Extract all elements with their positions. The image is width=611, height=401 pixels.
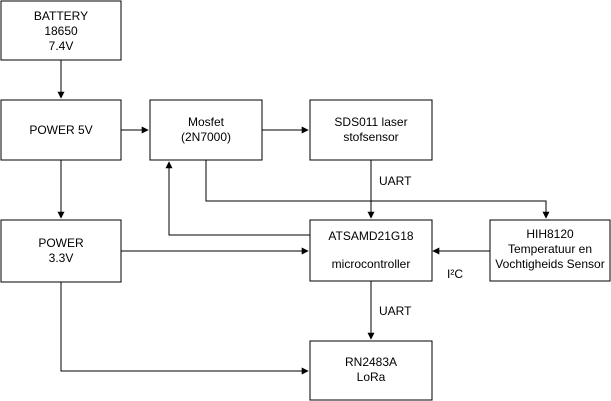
battery-label-2: 18650	[44, 24, 78, 38]
mosfet-label-2: (2N7000)	[181, 130, 231, 144]
battery-block: BATTERY 18650 7.4V	[0, 0, 122, 61]
power5v-block: POWER 5V	[0, 99, 122, 161]
rn2483a-label-2: LoRa	[357, 370, 386, 384]
edge-atsamd-to-mosfet	[165, 161, 310, 236]
power5v-label: POWER 5V	[29, 123, 92, 137]
atsamd-label-2: microcontroller	[332, 257, 411, 271]
hih8120-block: HIH8120 Temperatuur en Vochtigheids Sens…	[489, 219, 611, 282]
sds011-label-1: SDS011 laser	[334, 115, 407, 129]
mosfet-label-1: Mosfet	[188, 115, 225, 129]
edge-mosfet-to-hih8120	[205, 160, 550, 219]
hih8120-label-3: Vochtigheids Sensor	[495, 257, 604, 271]
atsamd-label-1: ATSAMD21G18	[328, 229, 413, 243]
mosfet-block: Mosfet (2N7000)	[149, 99, 263, 161]
hih8120-label-1: HIH8120	[526, 227, 574, 241]
sds011-block: SDS011 laser stofsensor	[309, 99, 433, 161]
edge-power33v-to-rn2483a	[60, 282, 309, 375]
power33v-label-2: 3.3V	[49, 251, 74, 265]
i2c-label: I²C	[447, 267, 463, 281]
power33v-block: POWER 3.3V	[0, 219, 122, 283]
power33v-label-1: POWER	[38, 236, 84, 250]
battery-label-1: BATTERY	[34, 9, 88, 23]
sds011-label-2: stofsensor	[343, 130, 398, 144]
connections	[57, 60, 550, 375]
hih8120-label-2: Temperatuur en	[508, 242, 592, 256]
atsamd-block: ATSAMD21G18 microcontroller	[309, 219, 433, 282]
rn2483a-label-1: RN2483A	[345, 355, 397, 369]
rn2483a-block: RN2483A LoRa	[309, 340, 433, 401]
battery-label-3: 7.4V	[49, 39, 74, 53]
uart-label-bottom: UART	[379, 304, 412, 318]
uart-label-top: UART	[379, 174, 412, 188]
